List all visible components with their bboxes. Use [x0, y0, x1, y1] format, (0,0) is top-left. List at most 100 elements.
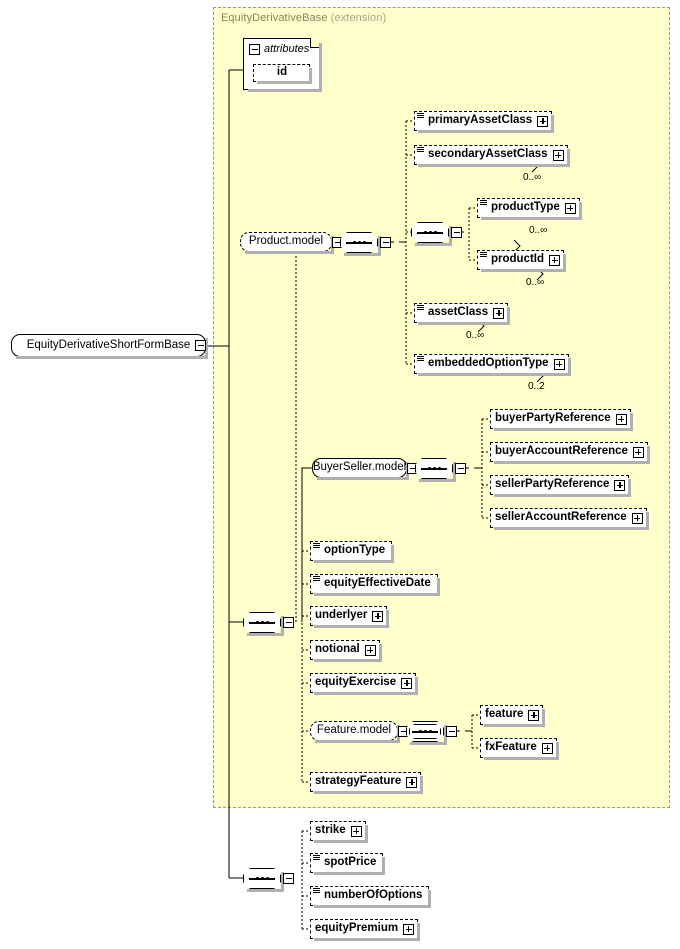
element-sellerPartyReference-label: sellerPartyReference [495, 478, 610, 491]
element-underlyer-label: underlyer [315, 609, 368, 622]
element-equityExercise-expand[interactable] [401, 677, 413, 689]
element-primaryAssetClass-expand[interactable] [537, 115, 549, 127]
element-strike[interactable]: strike [310, 821, 368, 843]
sequence-content-icon [417, 147, 424, 154]
extension-panel-title-suffix: (extension) [330, 12, 387, 24]
connector-product-inner-sequence-toggle[interactable] [451, 227, 462, 238]
element-sellerAccountReference[interactable]: sellerAccountReference [490, 508, 649, 530]
element-assetClass-expand[interactable] [493, 307, 505, 319]
element-buyerPartyReference[interactable]: buyerPartyReference [490, 409, 633, 431]
attribute-id-label: id [276, 66, 288, 79]
attributes-header-label: attributes [264, 43, 310, 55]
cardinality-assetClass: 0..∞ [466, 330, 485, 341]
element-sellerPartyReference-expand[interactable] [614, 479, 626, 491]
group-buyerseller-model[interactable]: BuyerSeller.model [312, 458, 409, 480]
extension-panel-title-text: EquityDerivativeBase [221, 12, 328, 24]
element-equityEffectiveDate[interactable]: equityEffectiveDate [310, 574, 440, 596]
element-primaryAssetClass-label: primaryAssetClass [428, 114, 533, 127]
element-secondaryAssetClass[interactable]: secondaryAssetClass [414, 145, 570, 167]
sequence-content-icon [313, 543, 320, 550]
element-buyerAccountReference-expand[interactable] [632, 446, 644, 458]
element-underlyer-expand[interactable] [372, 610, 384, 622]
element-equityExercise[interactable]: equityExercise [310, 673, 419, 695]
element-numberOfOptions[interactable]: numberOfOptions [310, 886, 432, 908]
attributes-folded-corner [310, 38, 320, 48]
sequence-content-icon [417, 113, 424, 120]
element-spotPrice[interactable]: spotPrice [310, 853, 386, 875]
element-productId[interactable]: productId [477, 250, 567, 272]
group-feature-model-label: Feature.model [316, 724, 392, 737]
element-optionType-label: optionType [324, 544, 386, 557]
element-buyerAccountReference[interactable]: buyerAccountReference [490, 442, 650, 464]
sequence-content-icon [313, 888, 320, 895]
extension-panel-title: EquityDerivativeBase (extension) [221, 12, 386, 24]
element-underlyer[interactable]: underlyer [310, 606, 390, 628]
element-secondaryAssetClass-expand[interactable] [552, 149, 564, 161]
attributes-collapse-toggle[interactable] [249, 43, 260, 55]
connector-main-sequence-toggle[interactable] [283, 617, 294, 628]
element-notional-label: notional [315, 643, 360, 656]
element-productType-expand[interactable] [564, 202, 576, 214]
element-notional[interactable]: notional [310, 640, 382, 662]
element-buyerAccountReference-label: buyerAccountReference [495, 445, 628, 458]
group-buyerseller-model-label: BuyerSeller.model [312, 461, 407, 474]
cardinality-embeddedOptionType: 0..2 [528, 381, 545, 392]
element-strategyFeature-expand[interactable] [406, 776, 418, 788]
element-sellerAccountReference-expand[interactable] [631, 512, 643, 524]
cardinality-productId: 0..∞ [526, 277, 545, 288]
sequence-content-icon [417, 305, 424, 312]
sequence-content-icon [417, 356, 424, 363]
element-embeddedOptionType[interactable]: embeddedOptionType [414, 354, 571, 376]
element-numberOfOptions-label: numberOfOptions [324, 889, 423, 902]
element-sellerAccountReference-label: sellerAccountReference [495, 511, 627, 524]
connector-product-sequence-toggle[interactable] [380, 237, 391, 248]
element-equityExercise-label: equityExercise [315, 676, 397, 689]
sequence-content-icon [313, 576, 320, 583]
element-feature[interactable]: feature [480, 705, 546, 727]
element-embeddedOptionType-expand[interactable] [553, 358, 565, 370]
element-feature-expand[interactable] [528, 709, 540, 721]
attribute-id[interactable]: id [253, 64, 312, 84]
root-element-label: EquityDerivativeShortFormBase [26, 338, 191, 351]
connector-buyerseller-sequence-toggle[interactable] [455, 463, 466, 474]
cardinality-secondaryAssetClass: 0..∞ [523, 172, 542, 183]
element-productId-expand[interactable] [549, 254, 561, 266]
element-sellerPartyReference[interactable]: sellerPartyReference [490, 475, 632, 497]
group-feature-model[interactable]: Feature.model [310, 721, 400, 743]
element-secondaryAssetClass-label: secondaryAssetClass [428, 148, 548, 161]
attributes-header: attributes [249, 43, 309, 55]
element-fxFeature[interactable]: fxFeature [480, 738, 559, 760]
sequence-content-icon [480, 200, 487, 207]
element-primaryAssetClass[interactable]: primaryAssetClass [414, 111, 555, 133]
element-fxFeature-expand[interactable] [541, 742, 553, 754]
element-equityPremium[interactable]: equityPremium [310, 919, 421, 941]
cardinality-productType: 0..∞ [529, 225, 548, 236]
element-productId-label: productId [491, 253, 545, 266]
root-element-box[interactable]: EquityDerivativeShortFormBase [11, 334, 208, 359]
element-optionType[interactable]: optionType [310, 541, 395, 563]
element-productType[interactable]: productType [477, 198, 582, 220]
element-strategyFeature[interactable]: strategyFeature [310, 772, 424, 794]
element-buyerPartyReference-expand[interactable] [615, 413, 627, 425]
element-buyerPartyReference-label: buyerPartyReference [495, 412, 611, 425]
element-equityPremium-label: equityPremium [315, 922, 399, 935]
element-embeddedOptionType-label: embeddedOptionType [428, 357, 549, 370]
element-assetClass[interactable]: assetClass [414, 303, 511, 325]
group-product-model[interactable]: Product.model [240, 232, 334, 254]
group-product-model-label: Product.model [248, 235, 324, 248]
root-collapse-toggle[interactable] [195, 340, 206, 351]
element-strategyFeature-label: strategyFeature [315, 775, 402, 788]
sequence-content-icon [480, 252, 487, 259]
element-equityPremium-expand[interactable] [403, 923, 415, 935]
element-strike-label: strike [315, 824, 346, 837]
element-strike-expand[interactable] [350, 825, 362, 837]
element-equityEffectiveDate-label: equityEffectiveDate [324, 577, 431, 590]
connector-bottom-sequence-toggle[interactable] [283, 873, 294, 884]
element-productType-label: productType [491, 201, 560, 214]
element-notional-expand[interactable] [364, 644, 376, 656]
element-assetClass-label: assetClass [428, 306, 489, 319]
element-spotPrice-label: spotPrice [324, 856, 377, 869]
extension-panel [213, 7, 670, 808]
connector-feature-choice-toggle[interactable] [446, 726, 457, 737]
